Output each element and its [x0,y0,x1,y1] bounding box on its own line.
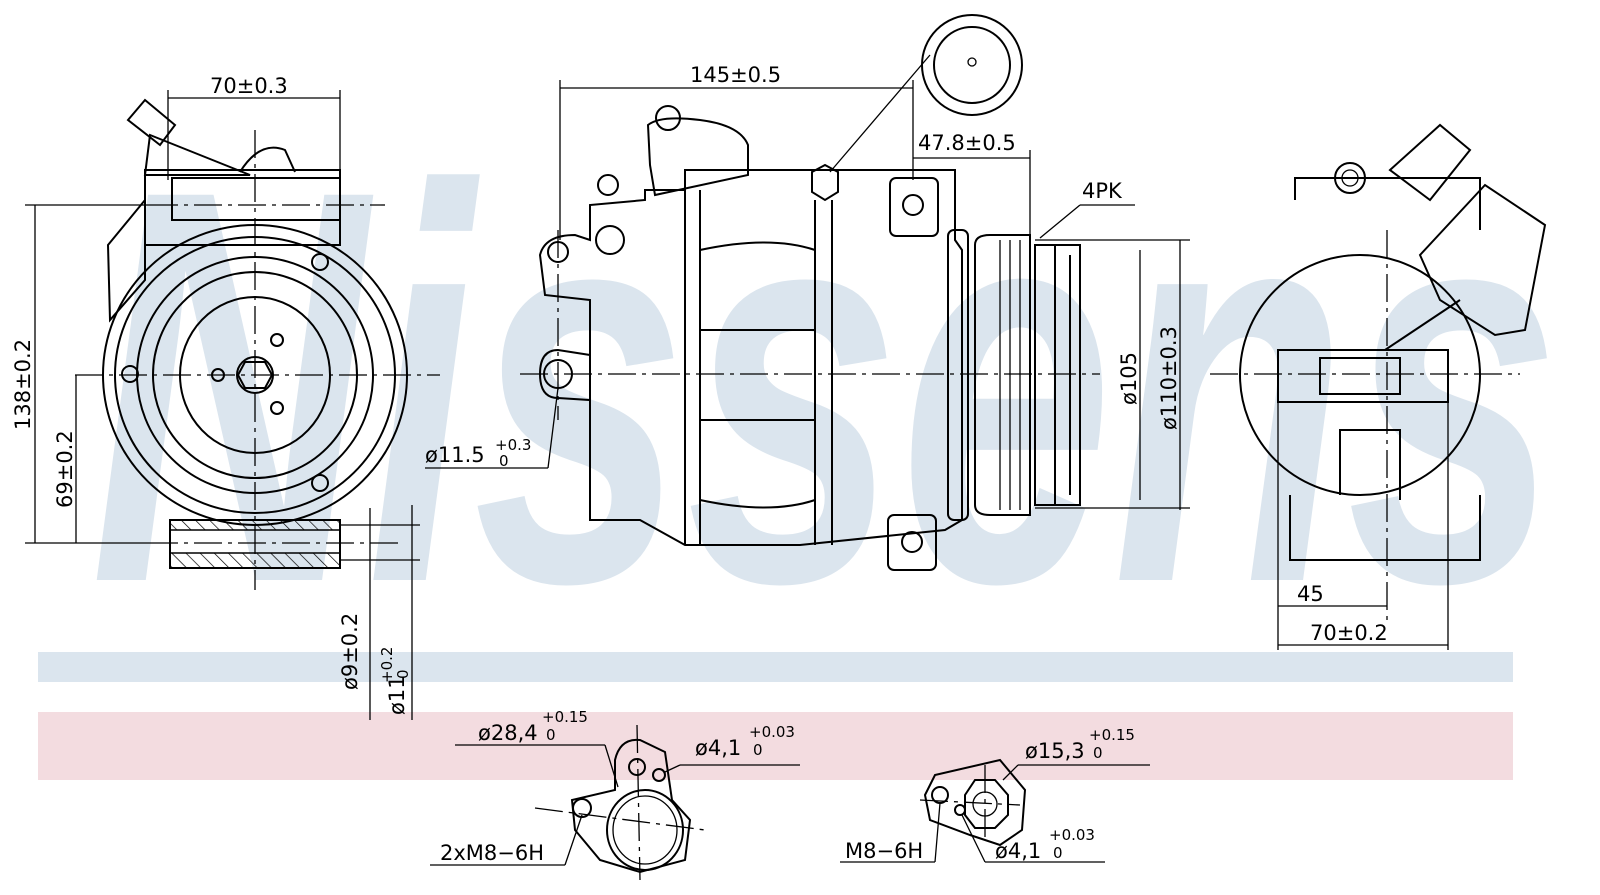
svg-text:ø28,4: ø28,4 [478,721,538,745]
pulley-dia-2: ø110±0.3 [1157,326,1181,430]
svg-text:0: 0 [394,669,412,679]
pulley-dia-1: ø105 [1117,352,1141,405]
pulley-offset-dim: 47.8±0.5 [918,131,1016,155]
side-view [425,14,1190,571]
svg-text:0: 0 [499,452,509,470]
svg-text:0: 0 [1093,744,1103,762]
svg-text:+0.15: +0.15 [1089,726,1135,744]
svg-text:+0.15: +0.15 [542,708,588,726]
pink-band [38,712,1513,780]
svg-text:ø4,1: ø4,1 [695,736,741,760]
svg-text:0: 0 [753,741,763,759]
front-height-dim: 138±0.2 [11,339,35,430]
port-1-pin-dim: ø4,1 +0.03 0 [695,723,795,760]
front-view [25,90,440,720]
svg-text:+0.2: +0.2 [378,647,396,683]
port-2-bore-dim: ø15,3 +0.15 0 [1025,726,1135,763]
front-half-height-dim: 69±0.2 [53,430,77,508]
rear-offset-dim: 45 [1297,582,1324,606]
svg-text:+0.03: +0.03 [1049,826,1095,844]
svg-text:+0.03: +0.03 [749,723,795,741]
rear-width-dim: 70±0.2 [1310,621,1388,645]
front-hole-dim-1: ø9±0.2 [338,613,362,690]
svg-text:ø4,1: ø4,1 [995,839,1041,863]
svg-text:0: 0 [1053,844,1063,862]
front-width-dim: 70±0.3 [210,74,288,98]
port-2-detail [840,758,1150,863]
port-2-pin-dim: ø4,1 +0.03 0 [995,826,1095,863]
svg-text:0: 0 [546,726,556,744]
mount-hole-dim: ø11.5 +0.3 0 [425,436,531,470]
port-2-thread-label: M8−6H [845,839,923,863]
svg-text:ø11: ø11 [385,675,409,715]
front-hole-dim-2: ø11 +0.2 0 [378,647,412,715]
blue-band [38,652,1513,682]
svg-text:ø15,3: ø15,3 [1025,739,1085,763]
belt-type-label: 4PK [1082,179,1123,203]
rear-view [1210,123,1547,650]
port-1-thread-label: 2xM8−6H [440,841,544,865]
svg-text:+0.3: +0.3 [495,436,531,454]
side-length-dim: 145±0.5 [690,63,781,87]
port-1-detail [430,724,800,881]
port-1-bore-dim: ø28,4 +0.15 0 [478,708,588,745]
svg-text:ø11.5: ø11.5 [425,443,485,467]
